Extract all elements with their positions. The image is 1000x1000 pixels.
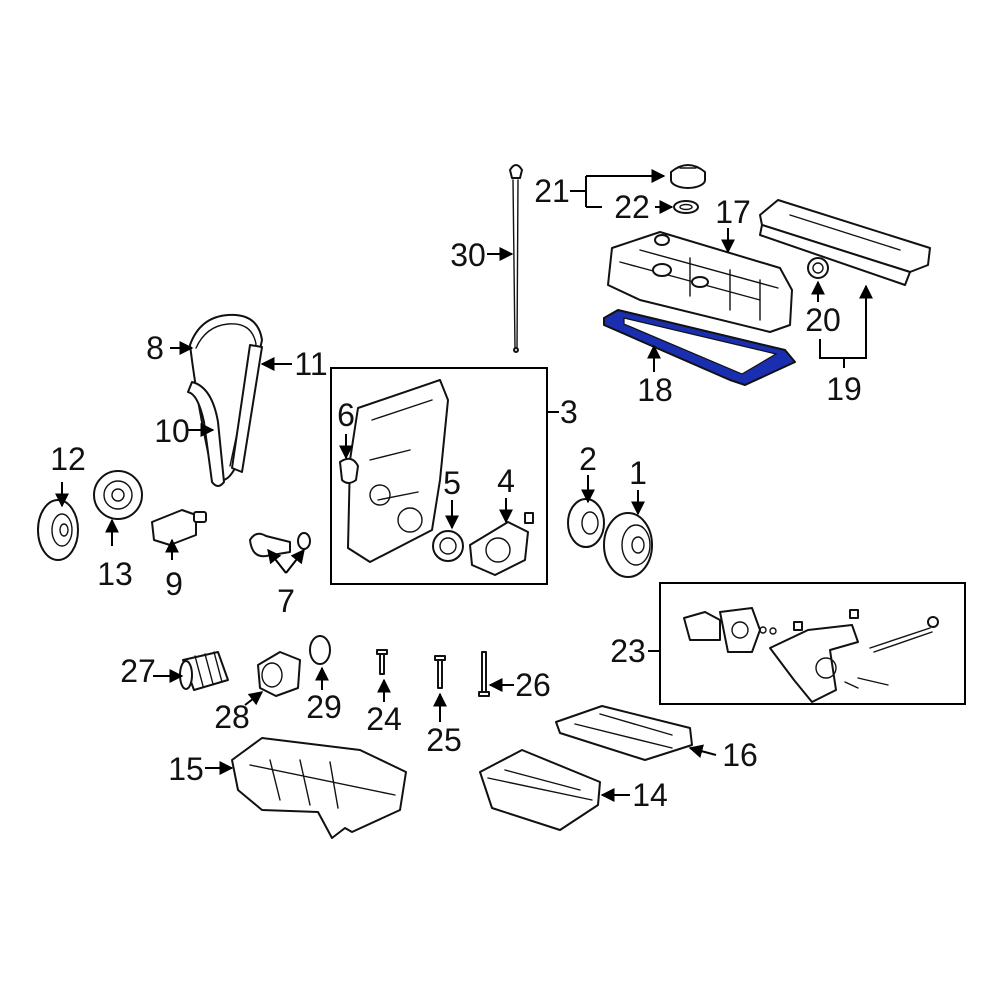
callout-11[interactable]: 11 — [294, 346, 327, 382]
callout-25[interactable]: 25 — [426, 722, 462, 758]
callout-19[interactable]: 19 — [826, 371, 862, 407]
callout-30[interactable]: 30 — [450, 237, 486, 273]
part-23-oil-pump-assembly[interactable] — [683, 607, 939, 703]
part-25-bolt[interactable] — [434, 655, 446, 689]
part-17-valve-cover[interactable] — [607, 231, 793, 333]
part-2-crank-sprocket[interactable] — [567, 498, 605, 548]
part-18-valve-cover-gasket[interactable] — [603, 309, 796, 386]
part-29-o-ring[interactable] — [309, 635, 331, 665]
callout-12[interactable]: 12 — [50, 441, 86, 477]
part-16-oil-baffle[interactable] — [555, 705, 693, 761]
callout-29[interactable]: 29 — [306, 689, 342, 725]
callout-24[interactable]: 24 — [366, 701, 402, 737]
callout-23[interactable]: 23 — [610, 633, 646, 669]
callout-9[interactable]: 9 — [165, 566, 183, 602]
part-27-oil-filter[interactable] — [179, 651, 229, 691]
callout-13[interactable]: 13 — [97, 556, 133, 592]
callout-22[interactable]: 22 — [614, 189, 650, 225]
part-15-upper-oil-pan[interactable] — [231, 737, 407, 839]
callout-15[interactable]: 15 — [168, 751, 204, 787]
part-22-cap-seal[interactable] — [673, 200, 699, 214]
part-11-chain-tensioner-arm[interactable] — [231, 344, 263, 473]
callout-4[interactable]: 4 — [497, 463, 515, 499]
part-3-timing-chain-case[interactable] — [347, 379, 449, 563]
part-9-chain-tensioner[interactable] — [151, 509, 207, 546]
callout-14[interactable]: 14 — [632, 777, 668, 813]
oil-pump-group-box — [659, 582, 966, 705]
callout-20[interactable]: 20 — [805, 302, 841, 338]
leader-lines — [55, 169, 873, 802]
callout-2[interactable]: 2 — [579, 441, 597, 477]
callout-labels: 1 2 3 4 5 6 7 8 9 10 11 12 13 14 15 16 1… — [50, 173, 862, 813]
callout-18[interactable]: 18 — [637, 372, 673, 408]
callout-1[interactable]: 1 — [629, 455, 647, 491]
part-6-cover-seal[interactable] — [339, 457, 359, 484]
callout-26[interactable]: 26 — [515, 667, 551, 703]
part-30-dipstick[interactable] — [509, 164, 523, 353]
callout-6[interactable]: 6 — [337, 397, 355, 433]
callout-7[interactable]: 7 — [277, 583, 295, 619]
callout-27[interactable]: 27 — [120, 653, 156, 689]
part-21-oil-filler-cap[interactable] — [670, 164, 706, 189]
part-13-vtc-actuator[interactable] — [93, 470, 143, 520]
part-24-bolt[interactable] — [376, 649, 388, 675]
part-4-cover-plate[interactable] — [469, 512, 534, 576]
callout-17[interactable]: 17 — [715, 194, 751, 230]
callout-10[interactable]: 10 — [154, 413, 190, 449]
callout-8[interactable]: 8 — [146, 330, 164, 366]
callout-28[interactable]: 28 — [214, 699, 250, 735]
callout-3[interactable]: 3 — [560, 394, 578, 430]
callout-21[interactable]: 21 — [534, 173, 570, 209]
callout-16[interactable]: 16 — [722, 737, 758, 773]
part-1-crank-pulley[interactable] — [603, 512, 653, 578]
part-5-crank-oil-seal[interactable] — [432, 530, 464, 562]
part-20-cover-grommet[interactable] — [807, 257, 829, 279]
part-26-stud[interactable] — [478, 651, 490, 697]
part-19-engine-cover[interactable] — [759, 199, 931, 286]
callout-5[interactable]: 5 — [443, 465, 461, 501]
part-14-lower-oil-pan[interactable] — [479, 749, 601, 831]
part-12-cam-sprocket[interactable] — [37, 499, 79, 561]
part-28-filter-housing[interactable] — [257, 651, 301, 697]
timing-cover-group-box — [330, 367, 548, 585]
